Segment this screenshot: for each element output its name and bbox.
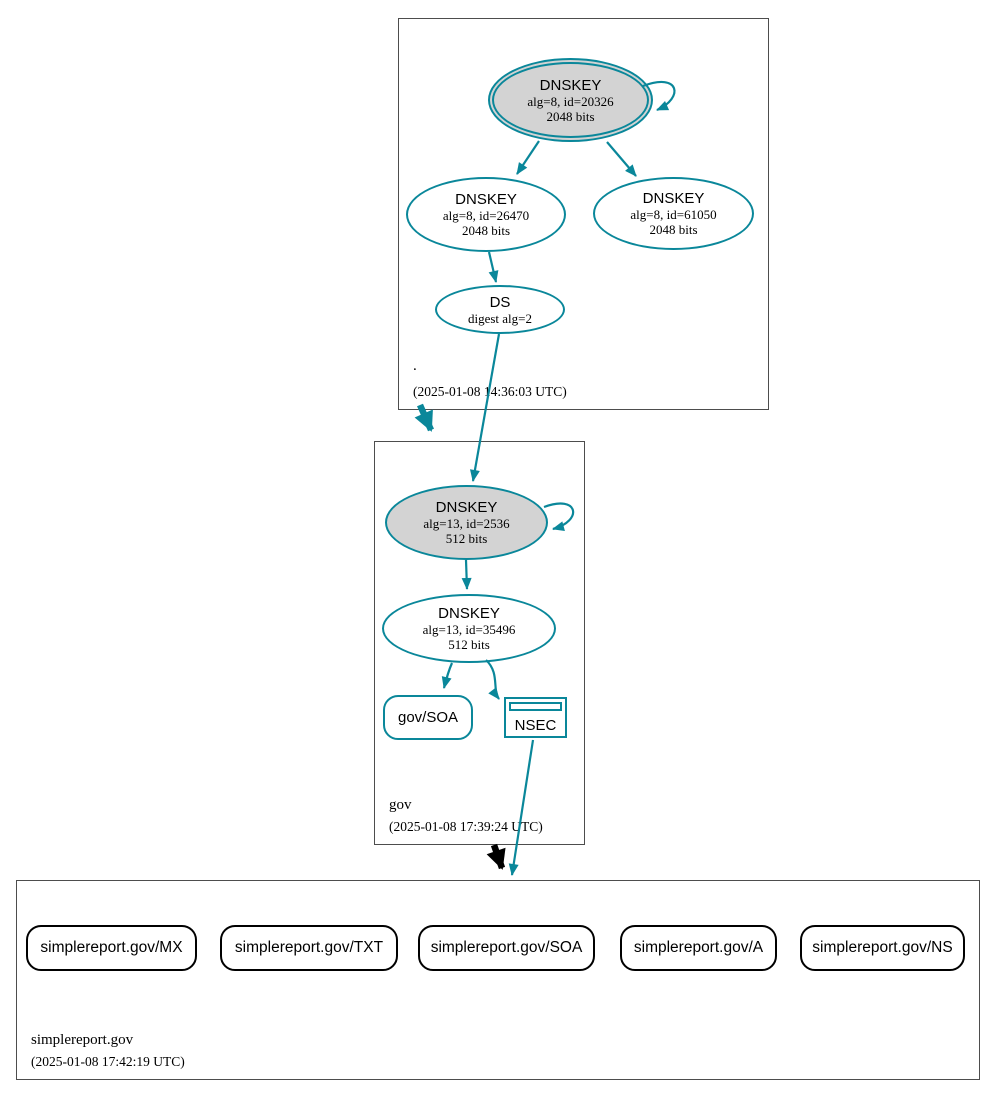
node-title: DS — [489, 293, 511, 311]
node-root-ds: DS digest alg=2 — [435, 285, 565, 334]
node-gov-zsk-dnskey-35496: DNSKEY alg=13, id=35496 512 bits — [382, 594, 556, 663]
node-gov-ksk-dnskey-2536: DNSKEY alg=13, id=2536 512 bits — [385, 485, 548, 560]
zone-timestamp-simplereport: (2025-01-08 17:42:19 UTC) — [31, 1054, 185, 1069]
zone-box-simplereport: simplereport.gov (2025-01-08 17:42:19 UT… — [16, 880, 980, 1080]
node-title: DNSKEY — [539, 76, 602, 94]
node-alg: alg=8, id=61050 — [630, 207, 717, 222]
node-gov-soa-rrset: gov/SOA — [383, 695, 473, 740]
node-simplereport-soa-rrset: simplereport.gov/SOA — [418, 925, 595, 971]
zone-name-simplereport: simplereport.gov — [31, 1032, 134, 1048]
node-simplereport-mx-rrset: simplereport.gov/MX — [26, 925, 197, 971]
node-bits: 512 bits — [448, 637, 490, 652]
node-gov-nsec: NSEC — [504, 697, 567, 738]
node-title: DNSKEY — [455, 191, 517, 208]
node-alg: alg=8, id=20326 — [527, 93, 614, 109]
node-root-zsk-dnskey-26470: DNSKEY alg=8, id=26470 2048 bits — [406, 177, 566, 252]
node-simplereport-txt-rrset: simplereport.gov/TXT — [220, 925, 398, 971]
node-digest: digest alg=2 — [467, 310, 533, 326]
node-root-ksk-dnskey: DNSKEY alg=8, id=20326 2048 bits — [488, 58, 653, 142]
node-bits: 2048 bits — [649, 222, 698, 237]
edge-delegation-gov-to-simplereport — [486, 843, 506, 870]
node-alg: alg=13, id=2536 — [423, 516, 510, 531]
zone-name-gov: gov — [389, 797, 412, 813]
node-simplereport-ns-rrset: simplereport.gov/NS — [800, 925, 965, 971]
zone-name-root: . — [413, 358, 417, 374]
node-root-zsk-dnskey-61050: DNSKEY alg=8, id=61050 2048 bits — [593, 177, 754, 250]
node-bits: 2048 bits — [461, 223, 511, 238]
node-title: DNSKEY — [438, 605, 500, 622]
zone-timestamp-root: (2025-01-08 14:36:03 UTC) — [413, 384, 567, 399]
zone-timestamp-gov: (2025-01-08 17:39:24 UTC) — [389, 819, 543, 834]
node-simplereport-a-rrset: simplereport.gov/A — [620, 925, 777, 971]
nsec-top-strip — [509, 702, 562, 711]
node-bits: 2048 bits — [546, 108, 595, 124]
nsec-label: NSEC — [514, 716, 557, 734]
node-title: DNSKEY — [435, 499, 498, 516]
node-alg: alg=8, id=26470 — [442, 208, 530, 223]
node-alg: alg=13, id=35496 — [422, 622, 516, 637]
node-bits: 512 bits — [445, 531, 488, 546]
node-title: DNSKEY — [642, 190, 705, 207]
